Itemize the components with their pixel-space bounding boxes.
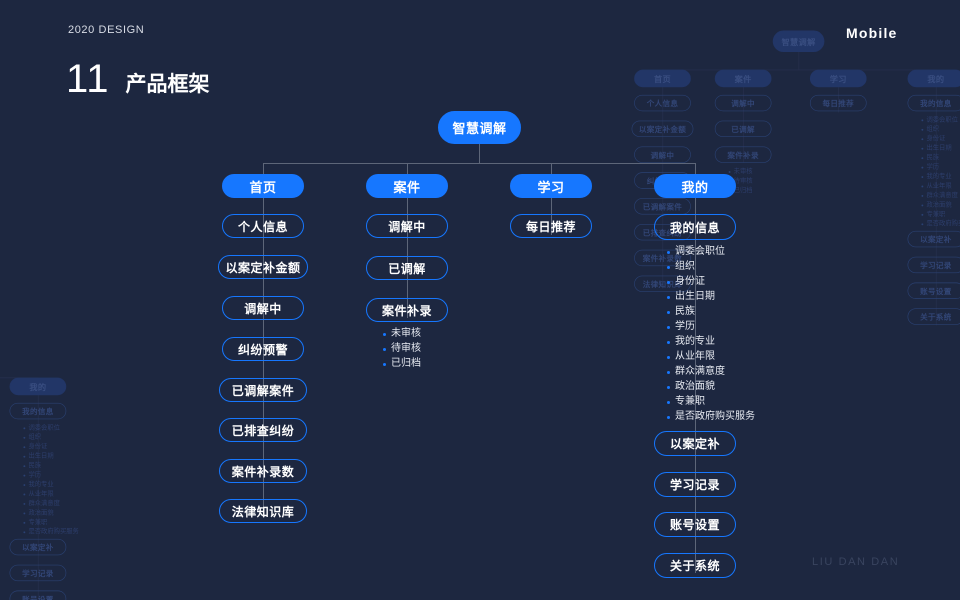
list-item: 出生日期 <box>667 291 755 303</box>
list-item: 身份证 <box>667 276 755 288</box>
bullet-list-my-info: 调委会职位 组织 身份证 出生日期 民族 学历 我的专业 从业年限 群众满意度 … <box>667 246 755 423</box>
bullet-dot-icon <box>667 310 670 314</box>
bullet-dot-icon <box>667 370 670 374</box>
connector-branch-2 <box>407 163 408 177</box>
list-item: 未审核 <box>383 328 421 340</box>
list-item-label: 出生日期 <box>675 291 715 302</box>
slide-eyebrow: 2020 DESIGN <box>68 24 145 36</box>
bullet-dot-icon <box>383 332 386 336</box>
node-case-1[interactable]: 调解中 <box>366 214 448 238</box>
platform-label-mobile: Mobile <box>846 25 898 41</box>
list-item: 学历 <box>667 321 755 333</box>
node-home-6[interactable]: 已排查纠纷 <box>219 418 307 442</box>
page-title: 11 产品框架 <box>66 57 210 101</box>
list-item-label: 群众满意度 <box>675 366 725 377</box>
bullet-dot-icon <box>667 265 670 269</box>
connector-branch-3 <box>551 163 552 177</box>
list-item-label: 是否政府购买服务 <box>675 411 755 422</box>
bullet-dot-icon <box>667 250 670 254</box>
bullet-list-case-record: 未审核 待审核 已归档 <box>383 328 421 370</box>
list-item-label: 调委会职位 <box>675 246 725 257</box>
node-mine-3[interactable]: 学习记录 <box>654 472 736 497</box>
node-mine-4[interactable]: 账号设置 <box>654 512 736 537</box>
list-item-label: 未审核 <box>391 328 421 339</box>
list-item-label: 学历 <box>675 321 695 332</box>
connector-branch-bus <box>263 163 696 164</box>
bullet-dot-icon <box>667 355 670 359</box>
list-item: 从业年限 <box>667 351 755 363</box>
list-item-label: 政治面貌 <box>675 381 715 392</box>
list-item: 群众满意度 <box>667 366 755 378</box>
connector-root-down <box>479 143 480 163</box>
list-item-label: 从业年限 <box>675 351 715 362</box>
list-item: 专兼职 <box>667 396 755 408</box>
bullet-dot-icon <box>667 415 670 419</box>
bullet-dot-icon <box>667 385 670 389</box>
node-root[interactable]: 智慧调解 <box>438 111 521 144</box>
node-case-2[interactable]: 已调解 <box>366 256 448 280</box>
list-item: 民族 <box>667 306 755 318</box>
node-home-1[interactable]: 个人信息 <box>222 214 304 238</box>
bullet-dot-icon <box>667 280 670 284</box>
list-item: 政治面貌 <box>667 381 755 393</box>
node-mine-1[interactable]: 我的信息 <box>654 214 736 240</box>
bullet-dot-icon <box>667 400 670 404</box>
list-item-label: 已归档 <box>391 358 421 369</box>
node-branch-mine[interactable]: 我的 <box>654 174 736 198</box>
slide-title: 产品框架 <box>125 72 210 96</box>
node-mine-2[interactable]: 以案定补 <box>654 431 736 456</box>
list-item: 组织 <box>667 261 755 273</box>
node-home-5[interactable]: 已调解案件 <box>219 378 307 402</box>
list-item-label: 民族 <box>675 306 695 317</box>
bullet-dot-icon <box>667 295 670 299</box>
list-item: 调委会职位 <box>667 246 755 258</box>
list-item-label: 组织 <box>675 261 695 272</box>
author-watermark: LIU DAN DAN <box>812 556 900 568</box>
list-item: 待审核 <box>383 343 421 355</box>
bullet-dot-icon <box>667 325 670 329</box>
node-mine-5[interactable]: 关于系统 <box>654 553 736 578</box>
list-item: 我的专业 <box>667 336 755 348</box>
node-home-3[interactable]: 调解中 <box>222 296 304 320</box>
connector-branch-4 <box>695 163 696 177</box>
list-item-label: 待审核 <box>391 343 421 354</box>
connector-branch-1 <box>263 163 264 177</box>
node-home-4[interactable]: 纠纷预警 <box>222 337 304 361</box>
list-item: 已归档 <box>383 358 421 370</box>
node-study-1[interactable]: 每日推荐 <box>510 214 592 238</box>
node-home-7[interactable]: 案件补录数 <box>219 459 307 483</box>
bullet-dot-icon <box>383 347 386 351</box>
list-item-label: 身份证 <box>675 276 705 287</box>
node-branch-study[interactable]: 学习 <box>510 174 592 198</box>
connector-col4-spine <box>695 193 696 573</box>
bullet-dot-icon <box>383 362 386 366</box>
bullet-dot-icon <box>667 340 670 344</box>
node-home-2[interactable]: 以案定补金额 <box>218 255 308 279</box>
node-branch-case[interactable]: 案件 <box>366 174 448 198</box>
list-item: 是否政府购买服务 <box>667 411 755 423</box>
node-branch-home[interactable]: 首页 <box>222 174 304 198</box>
list-item-label: 专兼职 <box>675 396 705 407</box>
list-item-label: 我的专业 <box>675 336 715 347</box>
node-home-8[interactable]: 法律知识库 <box>219 499 307 523</box>
node-case-3[interactable]: 案件补录 <box>366 298 448 322</box>
slide-number: 11 <box>66 57 110 101</box>
